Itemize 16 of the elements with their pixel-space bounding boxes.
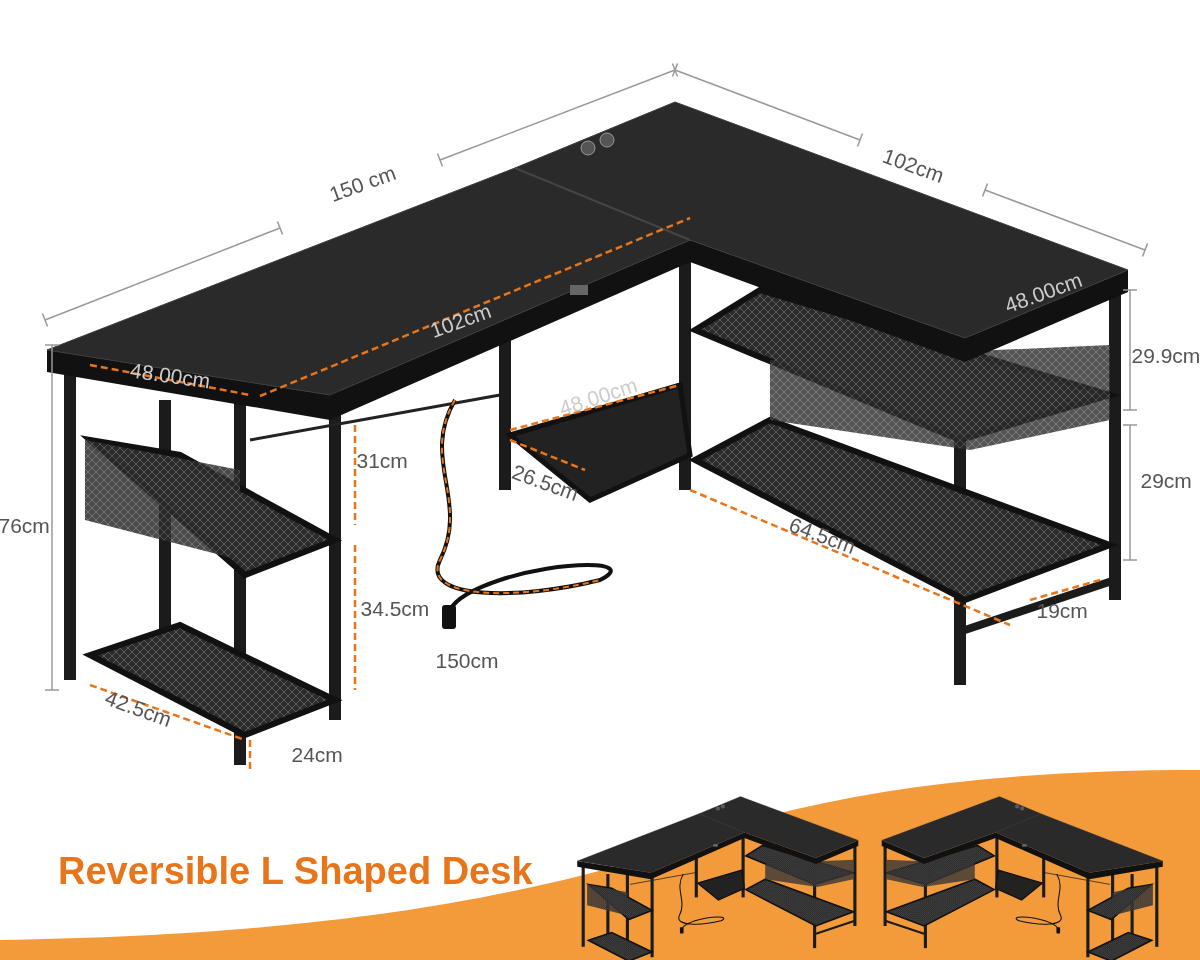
dimension-label: 48.00cm — [1001, 268, 1085, 316]
dimension-label: 19cm — [1036, 599, 1088, 621]
dimension-label: 42.5cm — [102, 686, 174, 730]
dimension-label: 102cm — [879, 144, 947, 186]
dimension-label: 150cm — [435, 649, 499, 671]
dimension-label: 150 cm — [326, 161, 398, 205]
dimension-label: 48.00cm — [128, 359, 212, 391]
dimension-label: 29cm — [1140, 469, 1192, 491]
dimension-label: 29.9cm — [1131, 344, 1200, 366]
dimension-label: 34.5cm — [360, 597, 430, 619]
dimension-label: 102cm — [426, 299, 494, 341]
title: Reversible L Shaped Desk — [58, 850, 533, 893]
dimension-label: 24cm — [291, 743, 343, 765]
dimension-label: 76cm — [0, 514, 50, 536]
dimension-label: 31cm — [356, 449, 408, 471]
dimension-label: 48.00cm — [556, 373, 640, 419]
